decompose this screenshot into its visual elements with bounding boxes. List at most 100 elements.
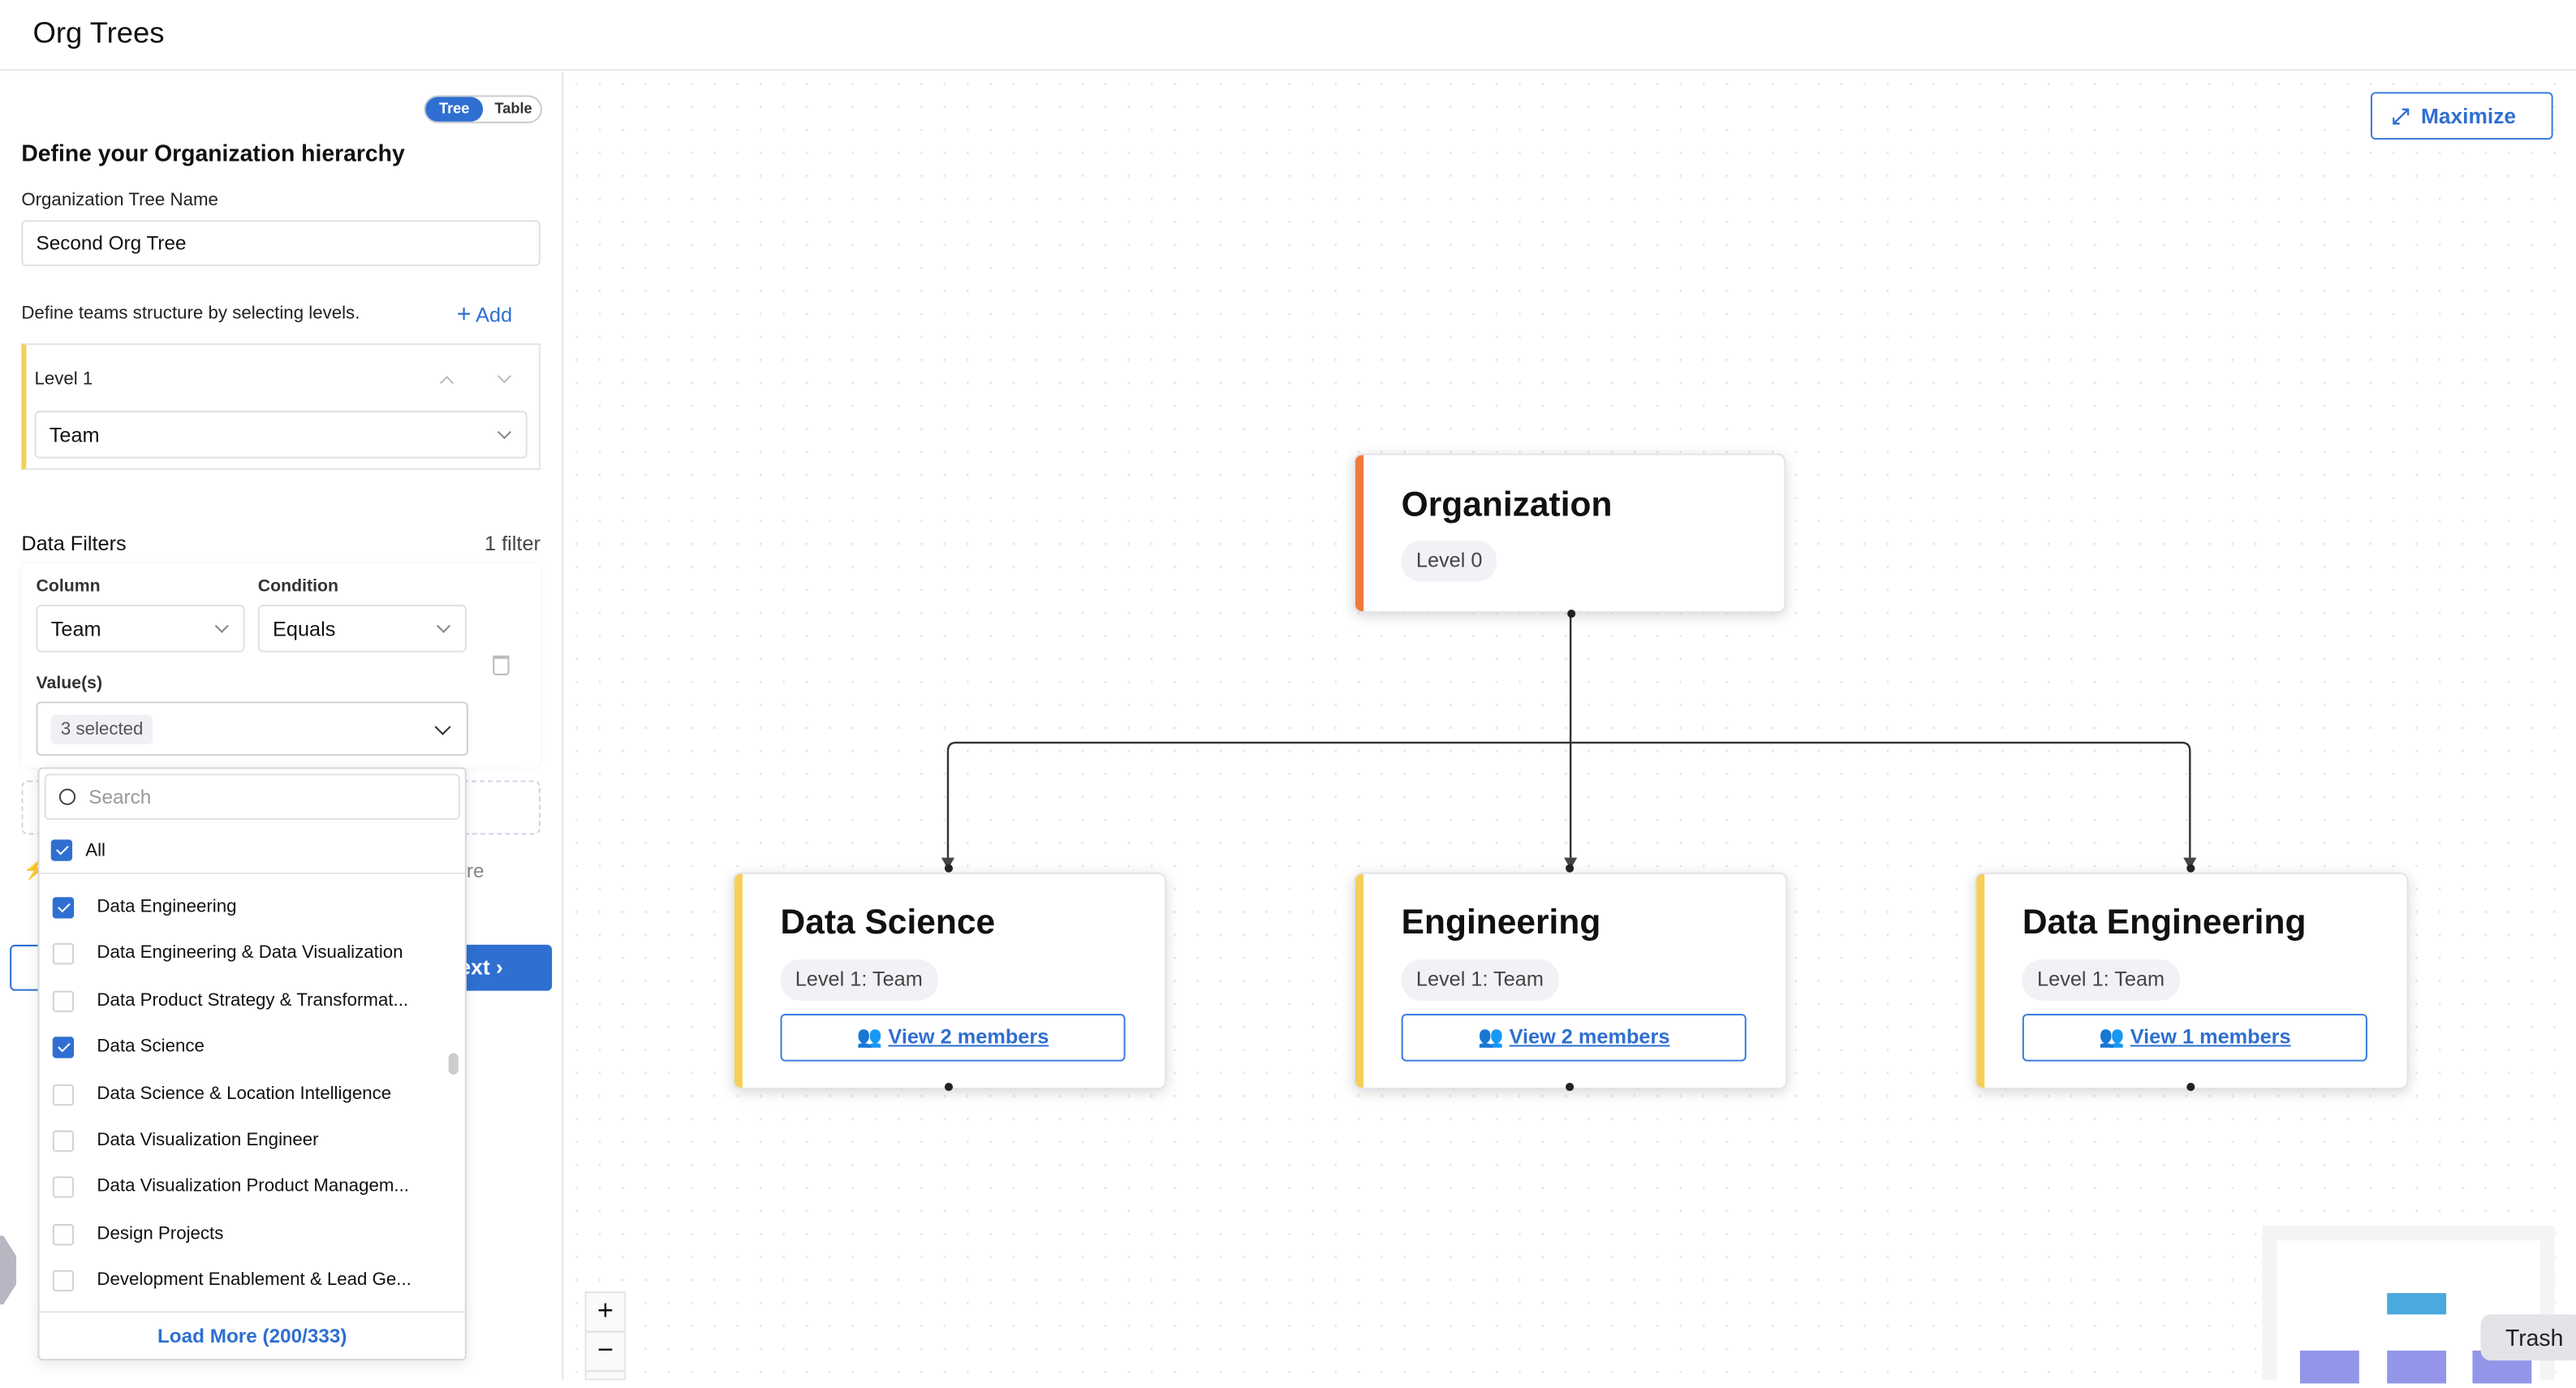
tree-name-input[interactable]: Second Org Tree <box>21 220 541 266</box>
node-color-bar <box>1355 455 1364 612</box>
dropdown-search-input[interactable]: Search <box>44 774 460 821</box>
view-toggle[interactable]: Tree Table <box>424 95 542 123</box>
node-title: Data Engineering <box>2022 903 2307 942</box>
node-title: Data Science <box>780 903 996 942</box>
root-node[interactable]: Organization Level 0 <box>1353 453 1786 614</box>
option-label: Data Visualization Product Managem... <box>97 1177 409 1197</box>
option-label: Data Engineering & Data Visualization <box>97 943 403 963</box>
minimap-node <box>2299 1350 2359 1384</box>
level-select[interactable]: Team <box>34 411 528 459</box>
zoom-controls: + − <box>584 1291 627 1381</box>
maximize-button[interactable]: ⤢ Maximize <box>2370 92 2553 140</box>
values-select[interactable]: 3 selected <box>36 701 468 757</box>
zoom-in-button[interactable]: + <box>586 1293 625 1333</box>
option-checkbox[interactable] <box>52 1223 75 1245</box>
add-label: Add <box>476 304 513 327</box>
option-label: Data Science <box>97 1037 205 1057</box>
node-color-bar <box>1355 873 1364 1088</box>
view-members-button[interactable]: 👥 View 2 members <box>780 1013 1126 1062</box>
handle[interactable] <box>1565 864 1574 873</box>
option-checkbox[interactable] <box>52 897 75 919</box>
view-members-button[interactable]: 👥 View 1 members <box>2022 1013 2367 1062</box>
form-heading: Define your Organization hierarchy <box>21 140 405 166</box>
handle[interactable] <box>1566 608 1575 618</box>
select-all-row[interactable]: All <box>39 828 465 874</box>
level-badge: Level 1: Team <box>2022 959 2180 1001</box>
handle[interactable] <box>943 1082 953 1092</box>
selected-count-chip: 3 selected <box>50 713 153 744</box>
view-members-button[interactable]: 👥 View 2 members <box>1401 1013 1747 1062</box>
option-label: Design Projects <box>97 1223 224 1244</box>
tree-name-label: Organization Tree Name <box>21 190 218 211</box>
expand-icon: ⤢ <box>2392 103 2410 128</box>
condition-select[interactable]: Equals <box>257 604 467 653</box>
side-handle[interactable] <box>0 1235 17 1305</box>
level-1-card: Level 1 Team <box>21 343 541 470</box>
search-placeholder: Search <box>88 785 152 808</box>
connector-lines <box>946 613 2191 866</box>
view-members-label: View 1 members <box>2130 1025 2291 1049</box>
option-label: Data Science & Location Intelligence <box>97 1084 392 1104</box>
option-item[interactable]: Data Engineering <box>40 886 442 932</box>
add-level-button[interactable]: + Add <box>457 300 512 328</box>
toggle-table[interactable]: Table <box>494 100 532 117</box>
toggle-tree[interactable]: Tree <box>425 97 484 122</box>
condition-value: Equals <box>273 617 336 640</box>
column-value: Team <box>50 617 101 640</box>
column-select[interactable]: Team <box>36 604 245 653</box>
users-icon: 👥 <box>2099 1025 2125 1049</box>
option-label: Development Enablement & Lead Ge... <box>97 1270 411 1291</box>
level-badge: Level 0 <box>1401 540 1497 582</box>
view-members-label: View 2 members <box>888 1025 1049 1049</box>
option-item[interactable]: Data Visualization Product Managem... <box>40 1166 442 1212</box>
filter-card: Column Condition Team Equals Value(s) 3 … <box>21 563 541 768</box>
option-item[interactable]: Data Engineering & Data Visualization <box>40 933 442 979</box>
level-value: Team <box>49 423 100 446</box>
option-checkbox[interactable] <box>52 943 75 966</box>
handle[interactable] <box>1565 1082 1574 1092</box>
hint-text-partial: re <box>466 859 485 883</box>
level-badge: Level 1: Team <box>780 959 938 1001</box>
plus-icon: + <box>456 300 472 329</box>
values-label: Value(s) <box>36 673 103 694</box>
option-checkbox[interactable] <box>52 990 75 1012</box>
arrowheads <box>941 857 2197 869</box>
maximize-label: Maximize <box>2420 103 2517 128</box>
column-label: Column <box>36 576 101 597</box>
option-item[interactable]: Design Projects <box>40 1212 442 1258</box>
option-checkbox[interactable] <box>52 1084 75 1106</box>
option-checkbox[interactable] <box>52 1270 75 1292</box>
node-title: Organization <box>1401 486 1613 524</box>
minimap[interactable] <box>2262 1226 2555 1388</box>
option-checkbox[interactable] <box>52 1130 75 1152</box>
option-checkbox[interactable] <box>52 1177 75 1199</box>
option-item[interactable]: Data Visualization Engineer <box>40 1119 442 1166</box>
option-item[interactable]: Data Science & Location Intelligence <box>40 1072 442 1119</box>
condition-label: Condition <box>257 576 338 597</box>
load-more-button[interactable]: Load More (200/333) <box>39 1311 465 1360</box>
option-item[interactable]: Data Science <box>40 1025 442 1071</box>
node-title: Engineering <box>1401 903 1601 942</box>
app-header: Org Trees <box>0 0 2576 71</box>
handle[interactable] <box>2186 1082 2195 1092</box>
select-all-checkbox-indeterminate[interactable] <box>50 839 73 861</box>
option-checkbox[interactable] <box>52 1037 75 1058</box>
chevron-right-icon: › <box>495 955 503 980</box>
trash-icon[interactable] <box>493 655 510 675</box>
zoom-out-button[interactable]: − <box>586 1333 625 1373</box>
option-item[interactable]: Development Enablement & Lead Ge... <box>40 1259 442 1305</box>
minimap-root <box>2387 1293 2447 1315</box>
scrollbar-thumb[interactable] <box>448 1053 459 1075</box>
option-item[interactable]: Data Product Strategy & Transformat... <box>40 979 442 1025</box>
level-label: Level 1 <box>34 369 93 390</box>
users-icon: 👥 <box>856 1025 883 1049</box>
handle[interactable] <box>943 864 953 873</box>
handle[interactable] <box>2186 864 2195 873</box>
filters-count: 1 filter <box>485 532 541 556</box>
